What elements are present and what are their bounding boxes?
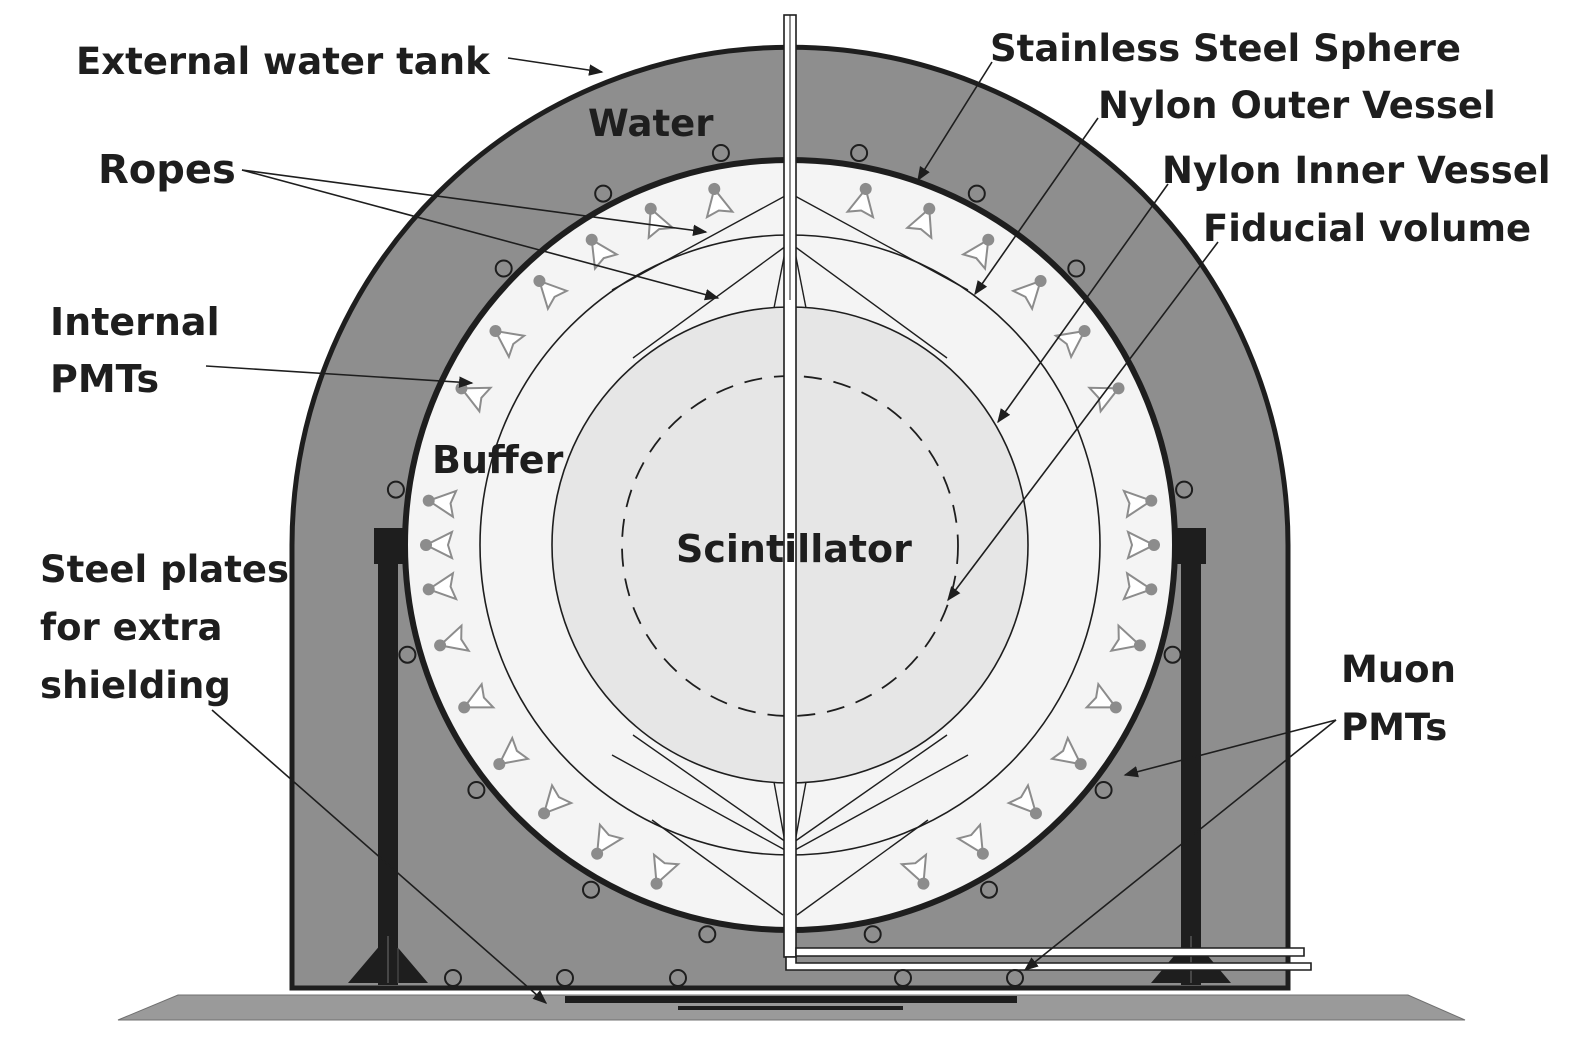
pointer-fiducial-volume [947, 241, 1219, 602]
pointer-nylon-inner-vessel [997, 183, 1169, 424]
pmt-cone-icon [845, 182, 875, 220]
pmt-cone-icon [1006, 782, 1042, 820]
muon-pmt-circle-icon [669, 969, 687, 987]
label-water: Water [588, 102, 714, 145]
label-internal-pmts-line1: Internal [50, 300, 220, 344]
internal-pmts [420, 182, 1160, 890]
muon-pmt-circle-icon [1175, 480, 1194, 499]
label-scintillator: Scintillator [676, 527, 912, 571]
pointer-ropes-2 [241, 169, 720, 301]
muon-pmt-circle-icon [894, 969, 912, 987]
steel-plate-upper [565, 996, 1017, 1003]
label-internal-pmts-line2: PMTs [50, 357, 159, 401]
ropes [611, 195, 969, 916]
pmt-cone-icon [585, 233, 620, 272]
pointer-muon-pmts-1 [1123, 719, 1337, 778]
pmt-cone-icon [538, 782, 574, 820]
pmt-cone-icon [1087, 382, 1125, 414]
muon-pmt-circle-icon [594, 184, 613, 203]
label-nylon-inner-vessel: Nylon Inner Vessel [1162, 149, 1551, 192]
pmt-cone-icon [1122, 571, 1158, 601]
label-fiducial-volume: Fiducial volume [1203, 207, 1531, 250]
muon-pmt-circle-icon [1094, 781, 1113, 799]
pmt-cone-icon [1122, 489, 1158, 519]
pmt-cone-icon [458, 681, 496, 714]
muon-pmt-circle-icon [1067, 259, 1086, 278]
muon-pmt-circle-icon [698, 925, 717, 944]
pmt-cone-icon [1126, 530, 1160, 560]
pointer-ropes-1 [241, 169, 708, 236]
muon-pmt-circle-icon [1006, 969, 1024, 987]
pmt-cone-icon [434, 623, 471, 653]
label-stainless-steel-sphere: Stainless Steel Sphere [990, 27, 1461, 70]
steel-plate-lower [678, 1006, 903, 1010]
pmt-cone-icon [493, 735, 531, 771]
pmt-cone-icon [960, 233, 995, 272]
muon-pmt-circle-icon [967, 184, 986, 203]
pmt-cone-icon [955, 822, 989, 860]
pointer-external-water-tank [507, 57, 604, 76]
muon-pmts [386, 144, 1194, 987]
pmt-cone-icon [533, 274, 570, 312]
muon-pmt-circle-icon [494, 259, 513, 278]
pmt-cone-icon [650, 852, 681, 890]
pmt-cone-icon [420, 530, 454, 560]
pointer-stainless-steel-sphere [917, 61, 993, 182]
pointer-nylon-outer-vessel [974, 117, 1099, 296]
muon-pmt-circle-icon [467, 781, 486, 799]
pmt-cone-icon [644, 202, 676, 241]
pmt-cone-icon [1084, 681, 1122, 714]
pmt-cone-icon [705, 182, 735, 220]
pmt-cone-icon [1049, 735, 1087, 771]
pmt-cone-icon [422, 489, 458, 519]
pointer-lines [205, 57, 1337, 1004]
label-ropes: Ropes [98, 147, 236, 193]
muon-pmt-circle-icon [1163, 645, 1182, 664]
support-leg-left [348, 528, 428, 985]
pmt-cone-icon [1053, 325, 1091, 360]
pointer-steel-plates [211, 709, 548, 1004]
label-nylon-outer-vessel: Nylon Outer Vessel [1098, 84, 1496, 127]
label-steel-plates-line3: shielding [40, 664, 231, 707]
label-muon-pmts-line2: PMTs [1341, 706, 1447, 749]
muon-pmt-circle-icon [980, 880, 998, 899]
pmt-cone-icon [1010, 274, 1047, 312]
pointer-internal-pmts [205, 365, 474, 388]
pmt-cone-icon [899, 852, 930, 890]
muon-pmt-circle-icon [850, 144, 869, 162]
pipe-horizontal-upper [795, 947, 1305, 957]
pmt-cone-icon [1109, 623, 1146, 653]
pmt-cone-icon [904, 202, 936, 241]
muon-pmt-circle-icon [711, 144, 730, 162]
pointer-muon-pmts-2 [1023, 719, 1337, 971]
fill-pipe [783, 14, 797, 958]
pmt-cone-icon [489, 325, 527, 360]
pmt-cone-icon [591, 822, 625, 860]
muon-pmt-circle-icon [556, 969, 574, 987]
muon-pmt-circle-icon [398, 645, 417, 664]
label-steel-plates-line1: Steel plates [40, 548, 289, 591]
muon-pmt-circle-icon [386, 480, 405, 499]
label-steel-plates-line2: for extra [40, 606, 223, 649]
muon-pmt-circle-icon [582, 880, 600, 899]
muon-pmt-circle-icon [444, 969, 462, 987]
label-muon-pmts-line1: Muon [1341, 648, 1456, 691]
label-buffer: Buffer [432, 438, 564, 482]
support-leg-right [1151, 528, 1231, 985]
label-external-water-tank: External water tank [76, 40, 491, 83]
muon-pmt-circle-icon [863, 925, 882, 944]
pipe-horizontal-lower [785, 956, 1312, 971]
pmt-cone-icon [422, 571, 458, 601]
